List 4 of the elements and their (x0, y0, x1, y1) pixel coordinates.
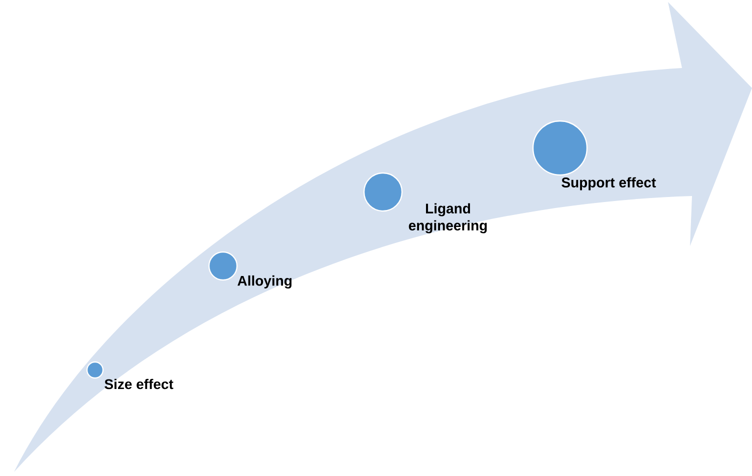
node-label: Size effect (104, 378, 174, 390)
node-label: Support effect (562, 177, 656, 190)
node-label: Ligand engineering (408, 203, 487, 234)
node-label: Alloying (238, 275, 292, 289)
